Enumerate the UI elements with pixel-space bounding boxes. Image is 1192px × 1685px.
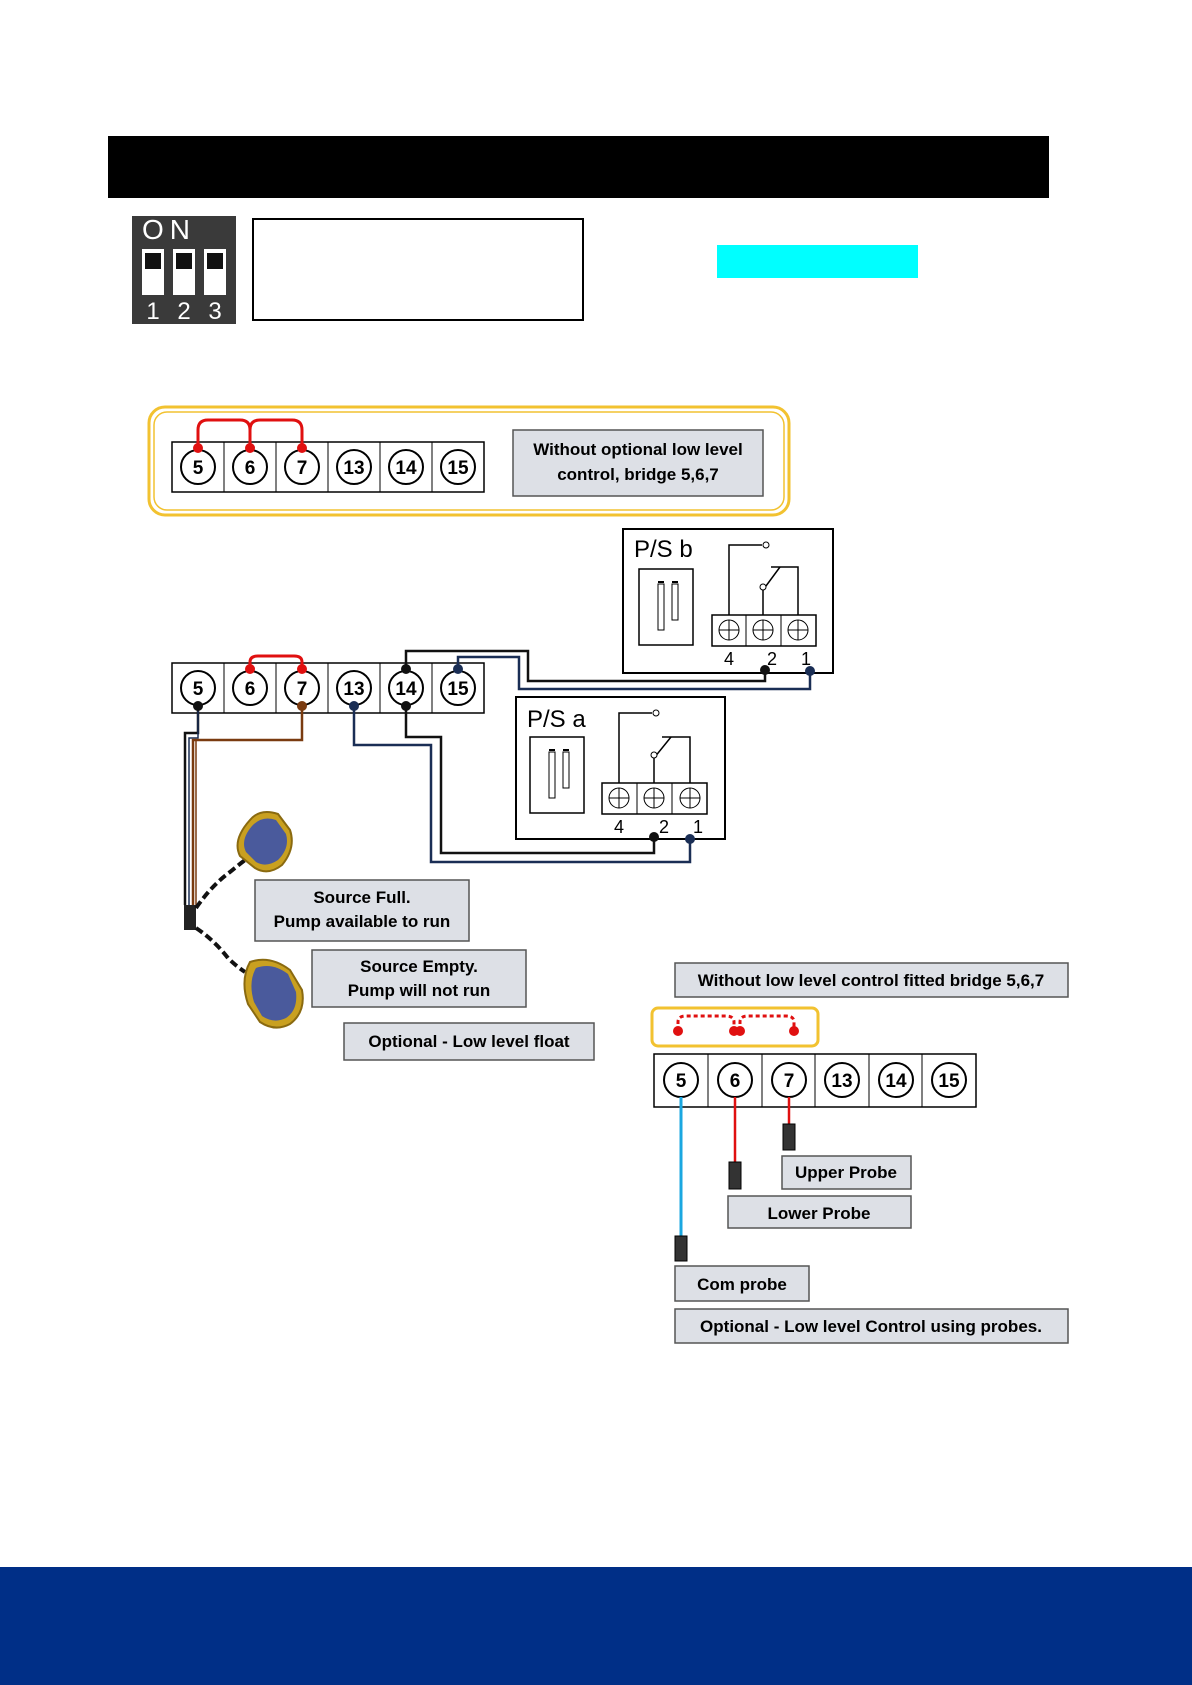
terminal-5: 5 <box>180 670 216 706</box>
svg-text:15: 15 <box>938 1071 960 1092</box>
source-full-note: Source Full. Pump available to run <box>254 879 470 942</box>
terminal-13: 13 <box>824 1062 860 1098</box>
svg-text:7: 7 <box>784 1071 795 1092</box>
svg-text:6: 6 <box>245 679 256 700</box>
probe-bridge-note: Without low level control fitted bridge … <box>674 962 1069 998</box>
terminal-7: 7 <box>284 449 320 485</box>
svg-text:Optional - Low level Control u: Optional - Low level Control using probe… <box>700 1317 1042 1336</box>
terminal-15: 15 <box>440 670 476 706</box>
wire-to-ps-a <box>352 706 692 864</box>
lower-probe-icon <box>728 1161 742 1190</box>
lower-probe-note: Lower Probe <box>727 1195 912 1229</box>
terminal-6: 6 <box>717 1062 753 1098</box>
terminal-6: 6 <box>232 449 268 485</box>
bridge-wire <box>196 418 304 448</box>
svg-text:4: 4 <box>724 649 734 669</box>
source-empty-note: Source Empty. Pump will not run <box>311 949 527 1008</box>
svg-text:14: 14 <box>395 679 417 700</box>
pressure-switch-a: P/S a 4 2 1 <box>515 696 726 840</box>
svg-text:7: 7 <box>297 458 308 479</box>
terminal-15: 15 <box>440 449 476 485</box>
terminal-14: 14 <box>388 449 424 485</box>
svg-text:6: 6 <box>245 458 256 479</box>
svg-text:14: 14 <box>395 458 417 479</box>
svg-text:1: 1 <box>801 649 811 669</box>
dip-switch-1 <box>142 249 164 295</box>
com-probe-icon <box>674 1235 688 1262</box>
terminal-14: 14 <box>878 1062 914 1098</box>
svg-text:7: 7 <box>297 679 308 700</box>
svg-text:4: 4 <box>614 817 624 837</box>
dip-position-label: 3 <box>208 298 222 325</box>
terminal-5: 5 <box>180 449 216 485</box>
svg-text:14: 14 <box>885 1071 907 1092</box>
terminal-7: 7 <box>284 670 320 706</box>
svg-text:15: 15 <box>447 679 469 700</box>
svg-text:Upper Probe: Upper Probe <box>795 1163 897 1182</box>
header-bar <box>108 136 1049 198</box>
svg-text:Pump will not run: Pump will not run <box>348 981 491 1000</box>
svg-text:2: 2 <box>767 649 777 669</box>
svg-text:P/S b: P/S b <box>634 536 693 563</box>
com-probe-note: Com probe <box>674 1265 810 1302</box>
svg-text:Lower Probe: Lower Probe <box>768 1204 871 1223</box>
terminal-strip-top: 5 6 7 13 14 15 <box>171 441 485 493</box>
svg-text:Optional - Low level float: Optional - Low level float <box>368 1032 570 1051</box>
svg-text:Source Empty.: Source Empty. <box>360 957 478 976</box>
terminal-7: 7 <box>771 1062 807 1098</box>
svg-text:Pump available to run: Pump available to run <box>274 912 451 931</box>
svg-text:Com probe: Com probe <box>697 1275 787 1294</box>
footer-bar <box>0 1567 1192 1685</box>
svg-text:5: 5 <box>676 1071 687 1092</box>
highlight-bar <box>717 245 918 278</box>
bridge-note: Without optional low level control, brid… <box>512 429 764 497</box>
svg-text:6: 6 <box>730 1071 741 1092</box>
dip-position-label: 2 <box>177 298 191 325</box>
cable-junction <box>184 905 196 930</box>
svg-text:Source Full.: Source Full. <box>313 888 410 907</box>
terminal-strip-probes: 5 6 7 13 14 15 <box>653 1053 977 1108</box>
optional-float-note: Optional - Low level float <box>343 1022 595 1061</box>
float-switch-upper-icon <box>194 811 293 910</box>
svg-text:control, bridge 5,6,7: control, bridge 5,6,7 <box>557 465 719 484</box>
terminal-6: 6 <box>232 670 268 706</box>
terminal-5: 5 <box>663 1062 699 1098</box>
float-switch-lower-icon <box>194 926 304 1029</box>
terminal-13: 13 <box>336 449 372 485</box>
terminal-15: 15 <box>931 1062 967 1098</box>
svg-text:5: 5 <box>193 679 204 700</box>
pressure-switch-b: P/S b 4 2 1 <box>622 528 834 674</box>
svg-text:15: 15 <box>447 458 469 479</box>
bridge-wire <box>248 654 304 669</box>
dotted-bridge-wire <box>676 1014 796 1031</box>
svg-text:2: 2 <box>659 817 669 837</box>
dip-switch-2 <box>173 249 195 295</box>
float-cable <box>183 706 304 905</box>
svg-text:Without optional low level: Without optional low level <box>533 440 743 459</box>
svg-text:13: 13 <box>831 1071 852 1092</box>
svg-text:5: 5 <box>193 458 204 479</box>
terminal-13: 13 <box>336 670 372 706</box>
upper-probe-note: Upper Probe <box>781 1155 912 1190</box>
dip-position-label: 1 <box>146 298 160 325</box>
svg-text:P/S a: P/S a <box>527 706 586 733</box>
dip-on-label: ON <box>142 214 196 245</box>
svg-text:Without low level control fitt: Without low level control fitted bridge … <box>698 971 1044 990</box>
blank-frame <box>252 218 584 321</box>
terminal-strip-middle: 5 6 7 13 14 15 <box>171 662 485 714</box>
dip-switch: ON 1 2 3 <box>132 216 236 324</box>
dip-switch-3 <box>204 249 226 295</box>
probe-bridge-outline <box>650 1006 820 1048</box>
terminal-14: 14 <box>388 670 424 706</box>
svg-text:1: 1 <box>693 817 703 837</box>
upper-probe-icon <box>782 1123 796 1151</box>
bridge-example-outline <box>147 405 791 517</box>
wire-to-ps-b <box>404 649 812 691</box>
optional-probes-note: Optional - Low level Control using probe… <box>674 1308 1069 1344</box>
svg-text:13: 13 <box>343 679 364 700</box>
svg-text:13: 13 <box>343 458 364 479</box>
